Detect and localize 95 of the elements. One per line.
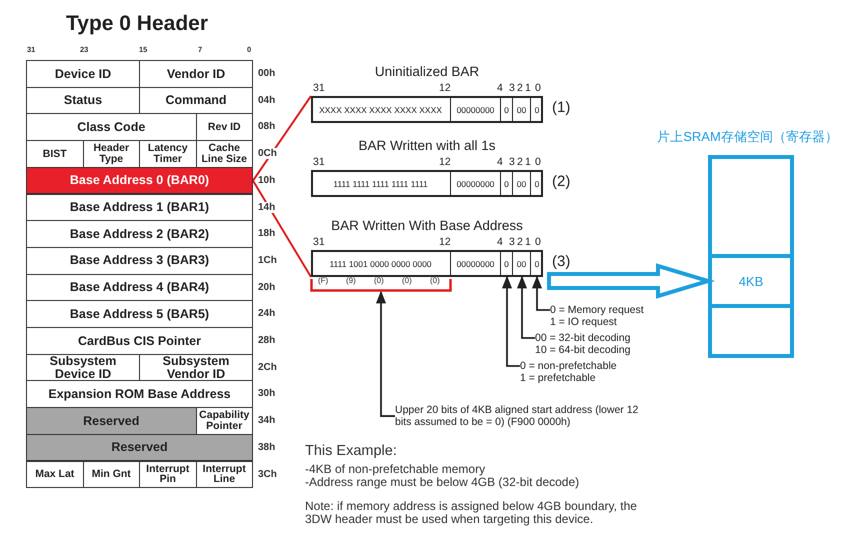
bit-number: 12 <box>439 236 451 248</box>
offset-label: 20h <box>258 282 276 293</box>
offset-label: 00h <box>258 68 276 79</box>
register-field: Vendor ID <box>139 60 253 88</box>
register-field: Interrupt Pin <box>139 460 196 488</box>
offset-label: 0Ch <box>258 148 277 160</box>
register-field: Base Address 3 (BAR3) <box>26 246 253 275</box>
bit-field: 0 <box>501 250 513 277</box>
offset-label: 1Ch <box>258 254 277 266</box>
register-field: CardBus CIS Pointer <box>26 327 253 355</box>
register-field: Base Address 5 (BAR5) <box>26 300 253 328</box>
bit-number: 31 <box>313 156 325 168</box>
note-text: -4KB of non-prefetchable memory <box>305 463 486 476</box>
block-arrow <box>547 263 715 299</box>
bit-number: 12 <box>439 82 451 94</box>
bit-number: 31 <box>313 236 325 248</box>
note-text: -Address range must be below 4GB (32-bit decode) <box>305 476 580 490</box>
leader-arrow <box>502 276 520 367</box>
diagram-title: Type 0 Header <box>66 12 208 36</box>
bit-number: 1 <box>525 236 531 248</box>
offset-label: 3Ch <box>258 468 277 480</box>
note-text: Note: if memory address is assigned below 4GB boundary, the 3DW header must be used when targeting this device. <box>305 500 638 526</box>
note-heading: This Example: <box>305 444 397 460</box>
annotation-text: 00 = 32-bit decoding 10 = 64-bit decoding <box>535 332 643 356</box>
leader-arrow <box>532 276 550 311</box>
annotation-text: 0 = non-prefetchable 1 = prefetchable <box>520 360 623 384</box>
bit-field: 0 <box>501 170 513 197</box>
offset-label: 10h <box>258 174 276 186</box>
register-title: BAR Written with all 1s <box>357 138 497 153</box>
register-field: Max Lat <box>26 460 84 488</box>
memory-title: 片上SRAM存储空间（寄存器） <box>656 128 839 146</box>
bit-number: 1 <box>525 82 531 94</box>
bit-field: 00000000 <box>451 250 501 277</box>
annotation-text: 0 = Memory request 1 = IO request <box>550 304 651 328</box>
bit-field: 0 <box>531 250 543 277</box>
bit-number: 3 <box>509 156 515 168</box>
annotation-text: Upper 20 bits of 4KB aligned start address (lower 12 bits assumed to be = 0) (F900 0000h) <box>395 404 645 428</box>
register-number: (2) <box>552 173 570 190</box>
register-field: Base Address 1 (BAR1) <box>26 194 253 222</box>
bit-number: 0 <box>535 156 541 168</box>
bit-field: 1111 1001 0000 0000 0000 <box>311 250 451 277</box>
bit-number: 1 <box>525 156 531 168</box>
bit-field: 00 <box>513 170 531 197</box>
connector-line <box>252 95 312 182</box>
register-field: Reserved <box>26 434 253 462</box>
bit-number: 12 <box>439 156 451 168</box>
bit-field: 00000000 <box>451 96 501 123</box>
register-title: BAR Written With Base Address <box>330 218 524 233</box>
bit-field: 00 <box>513 96 531 123</box>
offset-label: 30h <box>258 388 276 400</box>
register-field: Min Gnt <box>82 460 140 488</box>
bit-number: 2 <box>517 82 523 94</box>
offset-label: 14h <box>258 202 276 212</box>
bit-number: 2 <box>517 156 523 168</box>
bit-field: 00000000 <box>451 170 501 197</box>
highlighted-register-field: Base Address 0 (BAR0) <box>26 166 253 194</box>
register-field: Reserved <box>26 407 196 435</box>
offset-label: 2Ch <box>258 362 277 373</box>
bit-number: 31 <box>313 82 325 94</box>
bit-field: XXXX XXXX XXXX XXXX XXXX <box>311 96 451 123</box>
offset-label: 08h <box>258 121 276 132</box>
leader-arrow <box>516 276 535 339</box>
bit-number: 3 <box>509 82 515 94</box>
register-field: Base Address 4 (BAR4) <box>26 274 253 302</box>
nibble-label: (9) <box>346 277 356 286</box>
bit-number: 0 <box>535 236 541 248</box>
bit-field: 0 <box>531 170 543 197</box>
register-number: (1) <box>552 99 570 116</box>
bracket <box>310 278 452 292</box>
bit-field: 0 <box>501 96 513 123</box>
register-title: Uninitialized BAR <box>374 64 480 79</box>
nibble-label: (0) <box>430 277 440 286</box>
bit-number: 4 <box>497 156 503 168</box>
connector-line <box>252 180 312 278</box>
bit-field: 00 <box>513 250 531 277</box>
bit-field: 1111 1111 1111 1111 1111 <box>311 170 451 197</box>
bit-number: 4 <box>497 236 503 248</box>
register-field: Device ID <box>26 60 140 88</box>
bit-number: 2 <box>517 236 523 248</box>
offset-label: 04h <box>258 94 276 106</box>
bit-number: 3 <box>509 236 515 248</box>
leader-arrow <box>376 290 395 417</box>
offset-label: 18h <box>258 228 276 240</box>
offset-label: 34h <box>258 415 276 426</box>
nibble-label: (F) <box>318 277 328 286</box>
nibble-label: (0) <box>402 277 412 286</box>
nibble-label: (0) <box>374 277 384 286</box>
bit-field: 0 <box>531 96 543 123</box>
register-number: (3) <box>552 253 570 270</box>
offset-label: 28h <box>258 335 276 346</box>
register-field: Base Address 2 (BAR2) <box>26 220 253 248</box>
bit-number: 0 <box>535 82 541 94</box>
bit-number: 4 <box>497 82 503 94</box>
offset-label: 38h <box>258 442 276 453</box>
register-field: Interrupt Line <box>196 460 253 488</box>
